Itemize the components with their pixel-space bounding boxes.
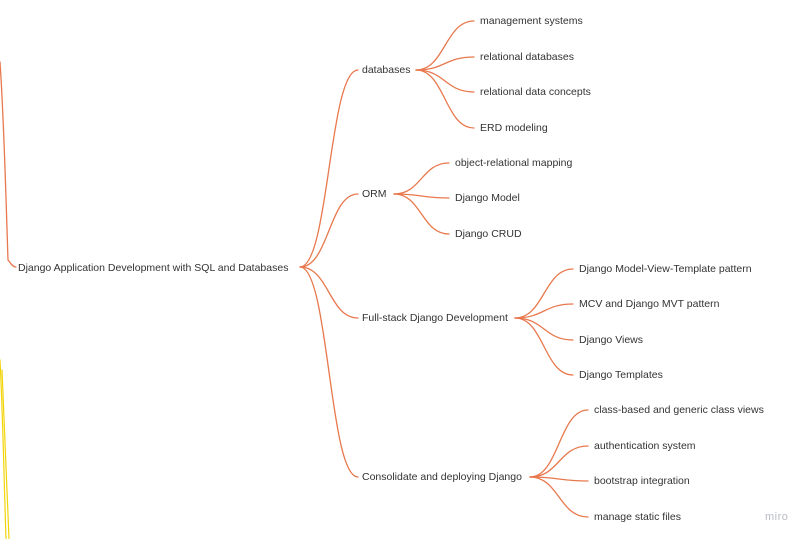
- leaf-mvt-pattern[interactable]: Django Model-View-Template pattern: [579, 263, 752, 275]
- leaf-relational-data-concepts[interactable]: relational data concepts: [480, 86, 591, 98]
- leaf-manage-static-files[interactable]: manage static files: [594, 511, 681, 523]
- leaf-class-based-views[interactable]: class-based and generic class views: [594, 404, 764, 416]
- branch-1-leaf-0: [393, 162, 450, 195]
- branch-1-leaf-2: [393, 193, 450, 235]
- miro-watermark: miro: [765, 511, 789, 523]
- connector-lines: [0, 20, 589, 539]
- leaf-relational-databases[interactable]: relational databases: [480, 51, 574, 63]
- root-to-branch-2: [299, 266, 359, 319]
- leaf-bootstrap-integration[interactable]: bootstrap integration: [594, 475, 690, 487]
- leaf-object-relational-mapping[interactable]: object-relational mapping: [455, 157, 573, 169]
- leaf-django-views[interactable]: Django Views: [579, 334, 644, 346]
- branch-2-leaf-2: [514, 317, 574, 341]
- branch-3-leaf-3: [529, 476, 589, 518]
- leaf-django-crud[interactable]: Django CRUD: [455, 228, 522, 240]
- branch-2-leaf-1: [514, 303, 574, 319]
- root-to-branch-3: [299, 266, 359, 478]
- branch-full-stack[interactable]: Full-stack Django Development: [362, 312, 508, 324]
- leaf-management-systems[interactable]: management systems: [480, 15, 583, 27]
- branch-0-leaf-1: [415, 56, 475, 71]
- root-to-branch-0: [299, 69, 359, 268]
- branch-2-leaf-3: [514, 317, 574, 376]
- leaf-authentication-system[interactable]: authentication system: [594, 440, 696, 452]
- branch-0-leaf-2: [415, 69, 475, 93]
- branch-3-leaf-1: [529, 445, 589, 478]
- branch-consolidate-deploy[interactable]: Consolidate and deploying Django: [362, 471, 522, 483]
- branch-orm[interactable]: ORM: [362, 188, 387, 200]
- branch-0-leaf-3: [415, 69, 475, 129]
- root-incoming-line: [0, 61, 17, 268]
- root-to-branch-1: [299, 193, 359, 268]
- yellow-line-1: [0, 359, 7, 539]
- leaf-django-model[interactable]: Django Model: [455, 192, 520, 204]
- leaf-mcv-mvt[interactable]: MCV and Django MVT pattern: [579, 298, 720, 310]
- branch-0-leaf-0: [415, 20, 475, 71]
- yellow-line-2: [1, 369, 10, 539]
- leaf-erd-modeling[interactable]: ERD modeling: [480, 122, 548, 134]
- leaf-django-templates[interactable]: Django Templates: [579, 369, 663, 381]
- branch-3-leaf-0: [529, 409, 589, 478]
- branch-2-leaf-0: [514, 268, 574, 319]
- root-node[interactable]: Django Application Development with SQL …: [18, 262, 289, 274]
- branch-databases[interactable]: databases: [362, 64, 411, 76]
